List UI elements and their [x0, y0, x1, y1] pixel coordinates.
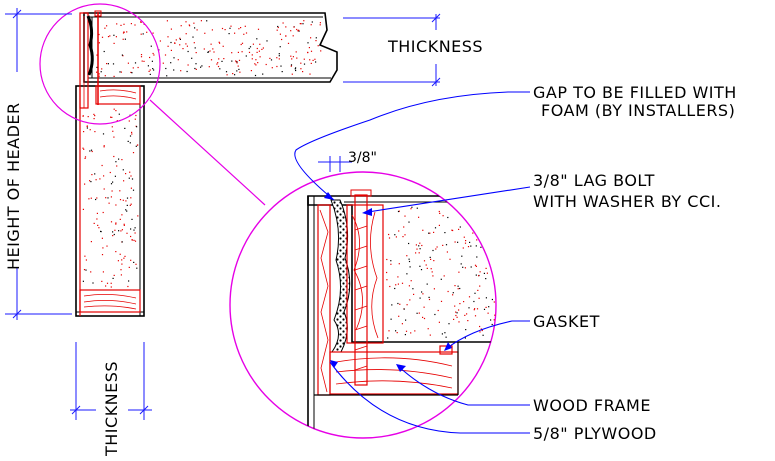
lag-bolt-leader: [367, 186, 531, 213]
lag-bolt-label-line1: 3/8" LAG BOLT: [533, 171, 655, 190]
gap-leader: [294, 91, 530, 201]
wood-frame-vertical: [346, 204, 384, 344]
gap-dimension-label: 3/8": [348, 150, 377, 166]
wall-panel: [75, 10, 145, 317]
wall-panel-insulation: [82, 108, 139, 288]
top-thickness-label: THICKNESS: [387, 37, 483, 56]
gap-label-line2: FOAM (BY INSTALLERS): [541, 101, 735, 120]
plywood-label: 5/8" PLYWOOD: [533, 424, 657, 443]
wall-bottom-wood: [79, 289, 141, 313]
enlarged-detail: [307, 189, 496, 438]
small-detail-circle: [39, 3, 161, 125]
wood-frame-leader: [397, 365, 530, 406]
side-thickness-label: THICKNESS: [102, 361, 121, 457]
gasket: [439, 345, 453, 355]
detail-connector-line: [149, 99, 266, 206]
wall-panel-outline: [75, 85, 145, 317]
gap-label-line1: GAP TO BE FILLED WITH: [533, 83, 737, 102]
lag-bolt-label-line2: WITH WASHER BY CCI.: [533, 192, 721, 211]
dimension-lines: [5, 8, 441, 420]
height-of-header-label: HEIGHT OF HEADER: [4, 102, 23, 270]
gasket-label: GASKET: [533, 312, 600, 331]
wood-frame-label: WOOD FRAME: [533, 396, 651, 415]
wall-top-wood: [95, 85, 141, 105]
leader-arrowheads: [324, 192, 452, 372]
gasket-leader: [445, 320, 530, 350]
plywood-leader: [329, 361, 530, 434]
top-panel: [83, 12, 338, 83]
large-detail-circle: [229, 171, 497, 439]
leader-lines: [294, 91, 531, 434]
top-panel-insulation: [96, 20, 322, 77]
top-panel-outline: [83, 12, 338, 83]
